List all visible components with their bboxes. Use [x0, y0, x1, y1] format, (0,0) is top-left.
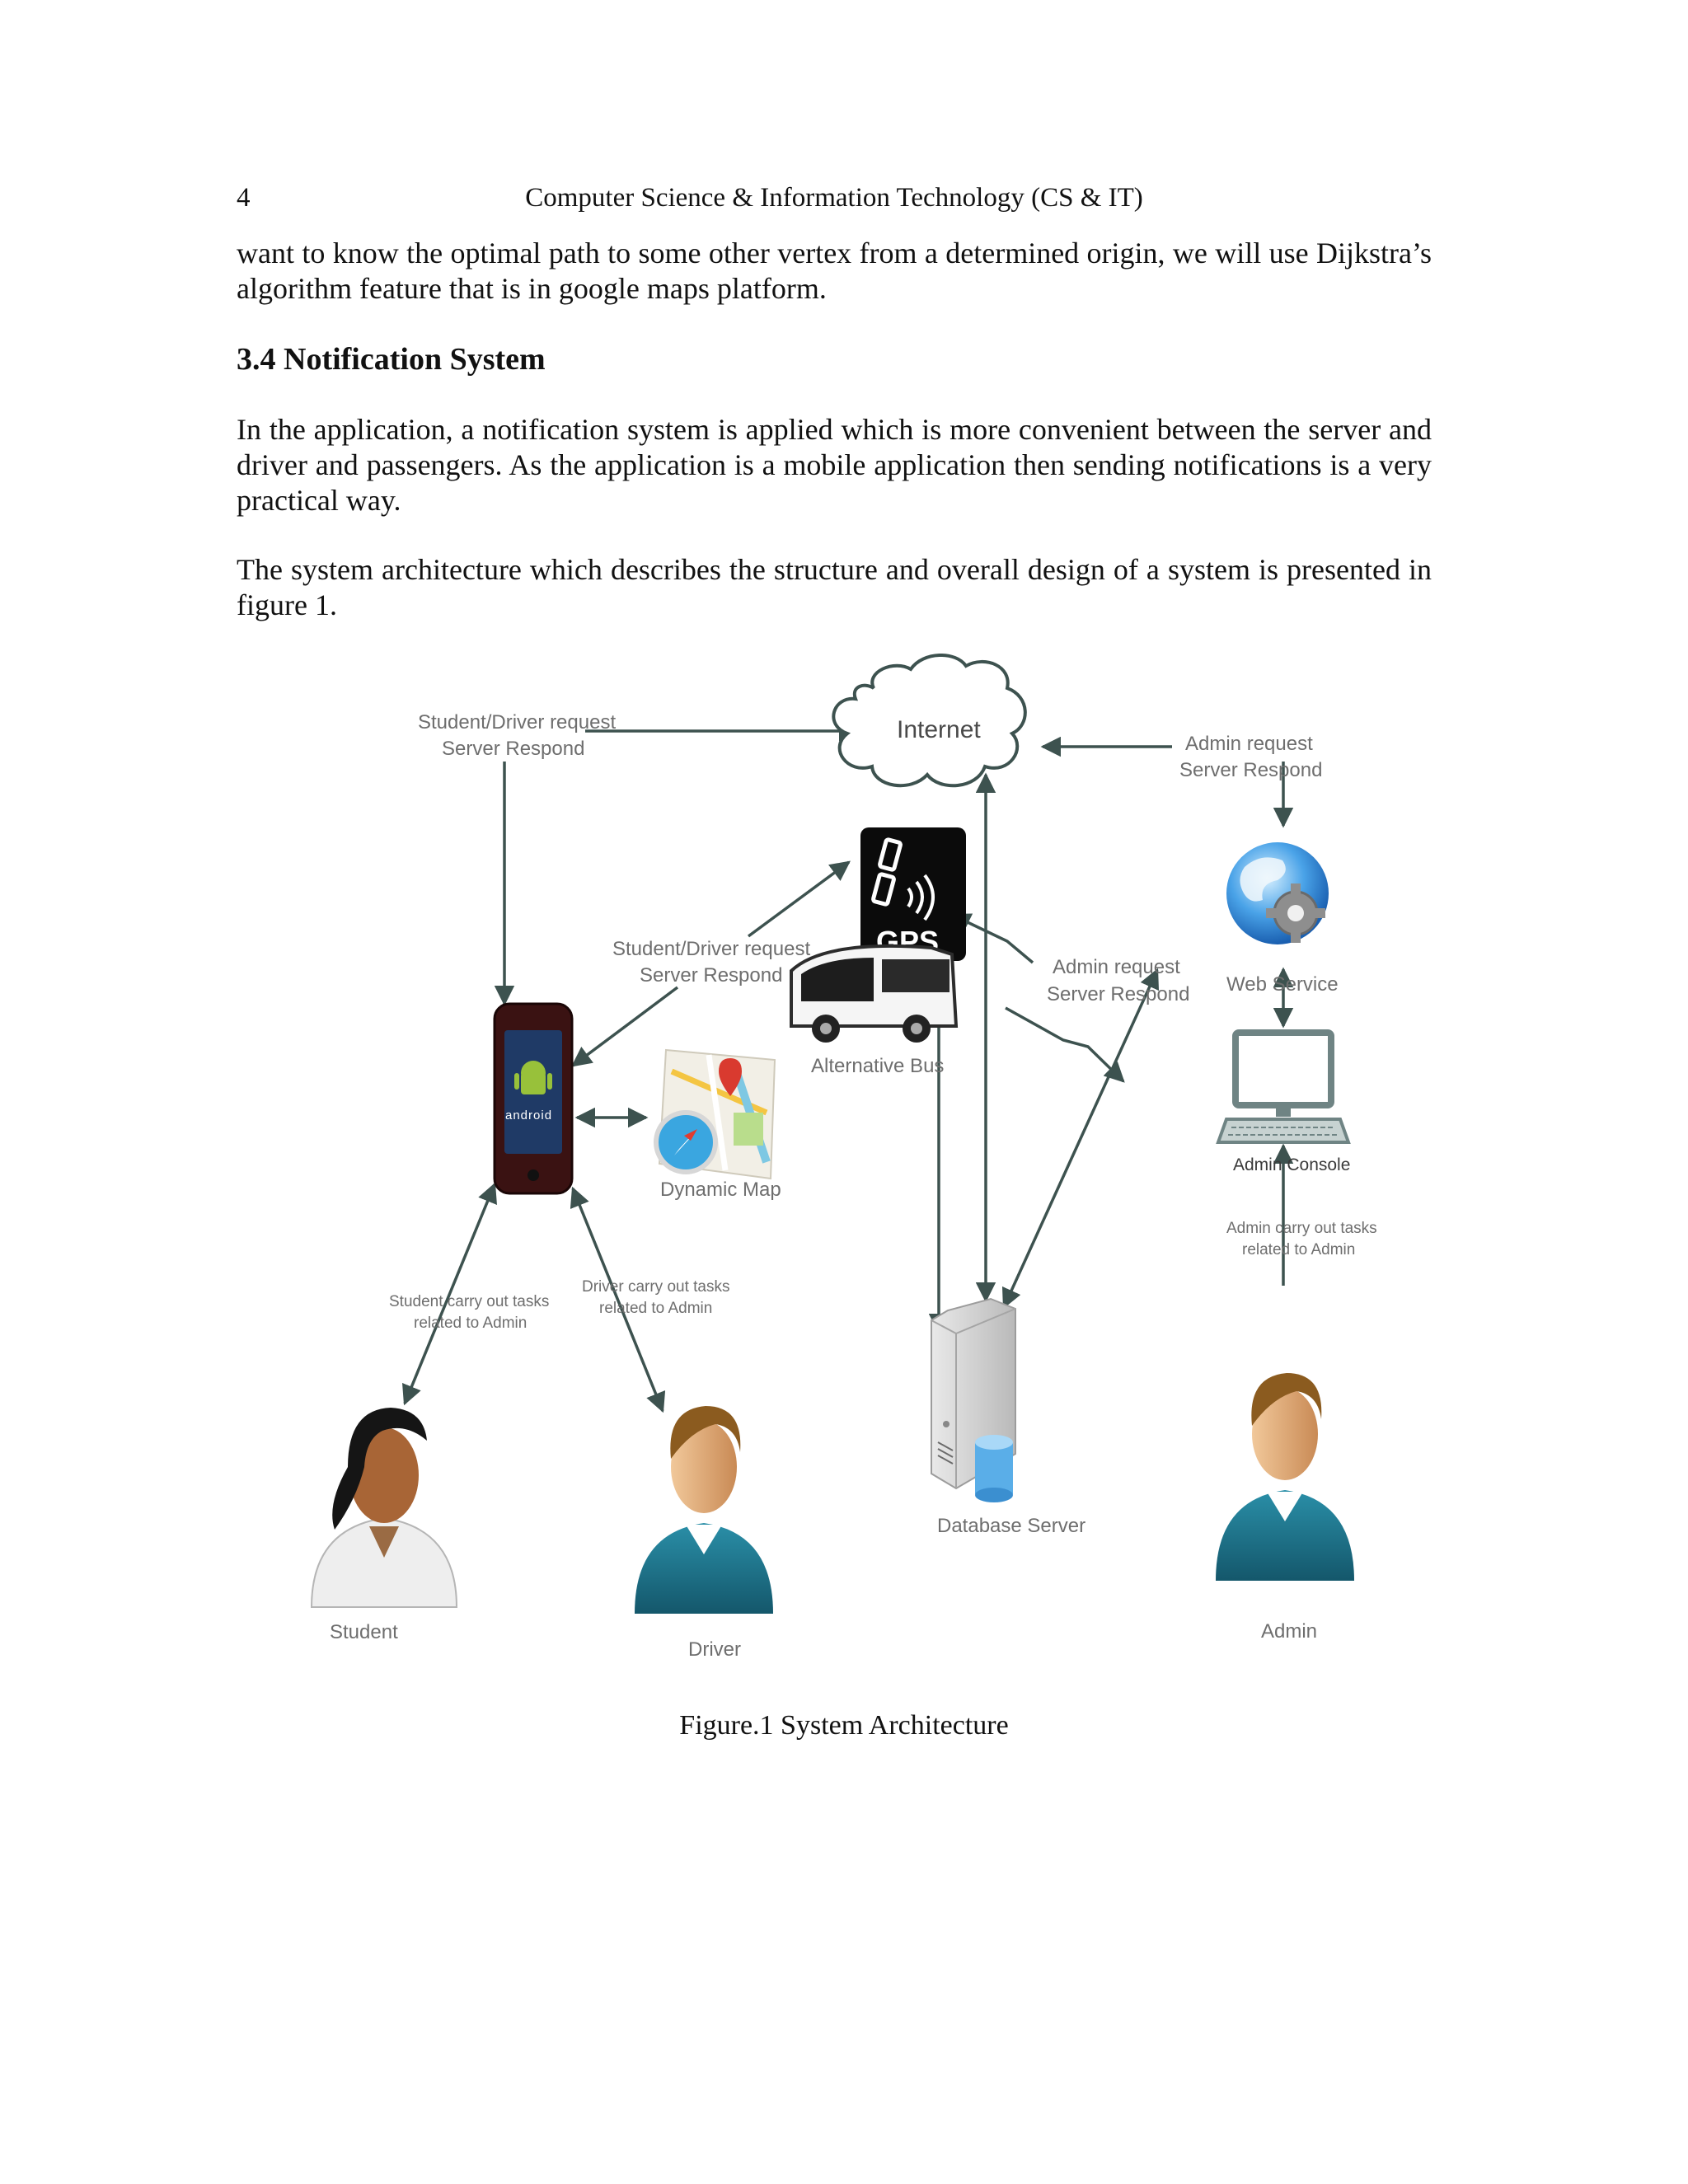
- admin-request-mid-line1: Admin request: [1053, 956, 1180, 978]
- admin-label: Admin: [1261, 1620, 1317, 1643]
- admin-tasks-line2: related to Admin: [1242, 1241, 1355, 1258]
- connector-arrows: [402, 720, 1294, 1413]
- dynamic-map-icon: [654, 1048, 776, 1180]
- sd-request-top-line2: Server Respond: [442, 738, 584, 760]
- admin-console-computer-icon: [1216, 1029, 1351, 1144]
- web-service-globe-icon: [1226, 842, 1329, 944]
- driver-tasks-line2: related to Admin: [599, 1300, 712, 1317]
- sd-request-top-line1: Student/Driver request: [418, 711, 616, 733]
- driver-avatar-icon: [635, 1406, 773, 1614]
- paragraph-architecture: The system architecture which describes …: [237, 553, 1432, 621]
- journal-title: Computer Science & Information Technolog…: [525, 183, 1143, 213]
- sd-request-mid-line1: Student/Driver request: [612, 938, 810, 960]
- alternative-bus-label: Alternative Bus: [811, 1055, 944, 1077]
- android-label: android: [505, 1108, 552, 1122]
- sd-request-mid-line2: Server Respond: [640, 964, 782, 987]
- web-service-label: Web Service: [1226, 973, 1339, 996]
- internet-label: Internet: [897, 716, 981, 743]
- admin-tasks-line1: Admin carry out tasks: [1226, 1220, 1377, 1237]
- admin-avatar-icon: [1216, 1373, 1354, 1581]
- paragraph-dijkstra: want to know the optimal path to some ot…: [237, 237, 1432, 305]
- paragraph-notification: In the application, a notification syste…: [237, 413, 1432, 517]
- internet-cloud-icon: [832, 654, 1027, 788]
- android-phone-icon: [493, 1002, 574, 1195]
- dynamic-map-label: Dynamic Map: [660, 1179, 781, 1201]
- admin-request-mid-line2: Server Respond: [1047, 983, 1189, 1005]
- bus-icon: [790, 944, 959, 1043]
- page-number: 4: [237, 183, 251, 213]
- database-server-label: Database Server: [937, 1515, 1085, 1537]
- gps-icon: [860, 827, 966, 961]
- student-tasks-line2: related to Admin: [414, 1315, 527, 1332]
- driver-tasks-line1: Driver carry out tasks: [582, 1278, 729, 1296]
- running-header: 4 Computer Science & Information Technol…: [237, 183, 1432, 224]
- figure-caption: Figure.1 System Architecture: [679, 1710, 1009, 1741]
- student-label: Student: [330, 1621, 398, 1643]
- section-heading: 3.4 Notification System: [237, 342, 546, 377]
- admin-request-top-line2: Server Respond: [1179, 759, 1322, 781]
- driver-label: Driver: [688, 1638, 741, 1661]
- student-tasks-line1: Student carry out tasks: [389, 1293, 549, 1310]
- admin-request-top-line1: Admin request: [1185, 733, 1313, 755]
- student-avatar-icon: [310, 1408, 458, 1608]
- system-architecture-figure: Internet Student/Driver request Server R…: [297, 651, 1385, 1673]
- database-server-icon: [931, 1297, 1016, 1502]
- admin-console-label: Admin Console: [1233, 1155, 1350, 1174]
